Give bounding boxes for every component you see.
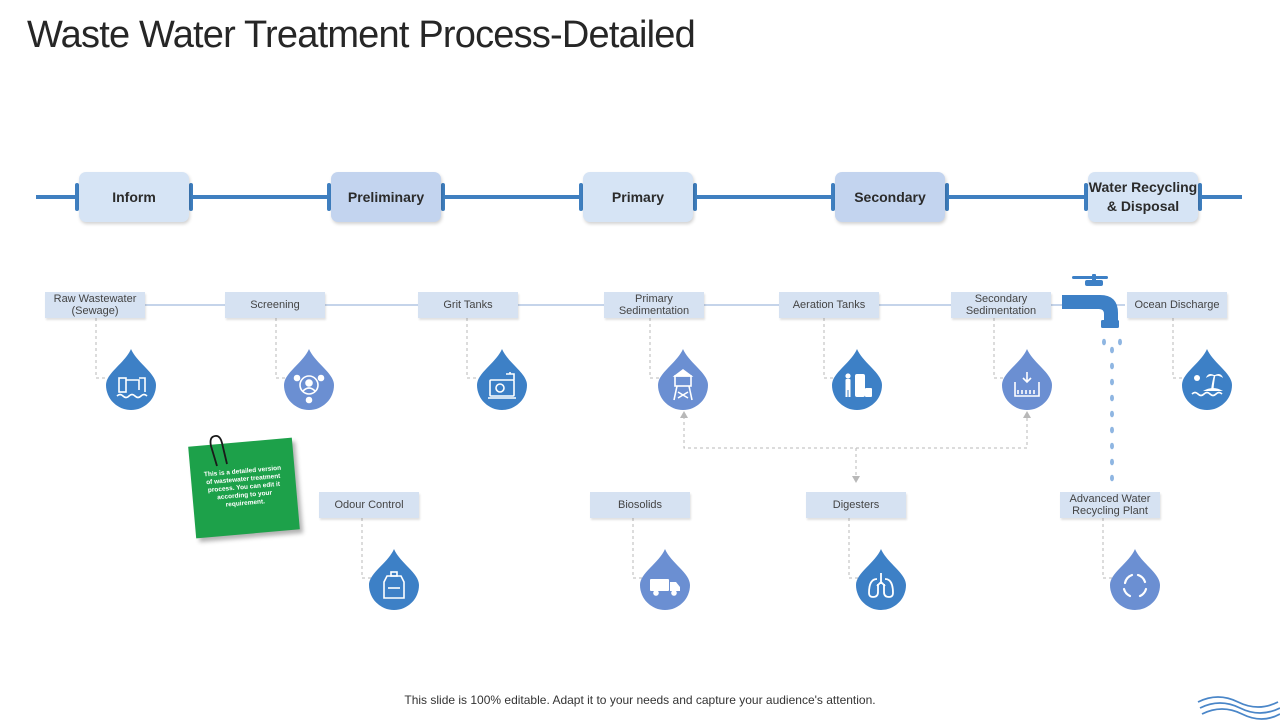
- connector-tick: [441, 183, 445, 211]
- connector-tick: [945, 183, 949, 211]
- wave-logo: [1197, 696, 1280, 720]
- stage-preliminary: Preliminary: [331, 172, 441, 222]
- step-digesters: Digesters: [806, 492, 906, 518]
- stage-inform: Inform: [79, 172, 189, 222]
- aeration-tank-icon: [832, 349, 882, 410]
- footer-note: This slide is 100% editable. Adapt it to…: [404, 693, 876, 707]
- step-raw-wastewater: Raw Wastewater (Sewage): [45, 292, 145, 318]
- connector-tick: [693, 183, 697, 211]
- stage-secondary: Secondary: [835, 172, 945, 222]
- lungs-icon: [856, 549, 906, 610]
- faucet-icon: [1062, 274, 1119, 328]
- step-advanced-water-recycling: Advanced Water Recycling Plant: [1060, 492, 1160, 518]
- sewage-outfall-icon: [106, 349, 156, 410]
- grit-tank-icon: [477, 349, 527, 410]
- stage-water-recycling-disposal: Water Recycling & Disposal: [1088, 172, 1198, 222]
- connector-tick: [1198, 183, 1202, 211]
- page-title: Waste Water Treatment Process-Detailed: [27, 14, 696, 56]
- connector-tick: [1084, 183, 1088, 211]
- connector-tick: [327, 183, 331, 211]
- odour-control-icon: [369, 549, 419, 610]
- connector-tick: [831, 183, 835, 211]
- step-biosolids: Biosolids: [590, 492, 690, 518]
- step-primary-sedimentation: Primary Sedimentation: [604, 292, 704, 318]
- step-aeration-tanks: Aeration Tanks: [779, 292, 879, 318]
- sedimentation-basin-icon: [1002, 349, 1052, 410]
- step-screening: Screening: [225, 292, 325, 318]
- stage-primary: Primary: [583, 172, 693, 222]
- truck-icon: [640, 549, 690, 610]
- recycle-icon: [1110, 549, 1160, 610]
- step-ocean-discharge: Ocean Discharge: [1127, 292, 1227, 318]
- step-connector-line: [45, 304, 1125, 306]
- connector-tick: [579, 183, 583, 211]
- ocean-island-icon: [1182, 349, 1232, 410]
- connector-tick: [75, 183, 79, 211]
- connector-tick: [189, 183, 193, 211]
- step-secondary-sedimentation: Secondary Sedimentation: [951, 292, 1051, 318]
- step-grit-tanks: Grit Tanks: [418, 292, 518, 318]
- falling-drops: [1102, 338, 1122, 482]
- screening-icon: [284, 349, 334, 410]
- water-tower-icon: [658, 349, 708, 410]
- step-odour-control: Odour Control: [319, 492, 419, 518]
